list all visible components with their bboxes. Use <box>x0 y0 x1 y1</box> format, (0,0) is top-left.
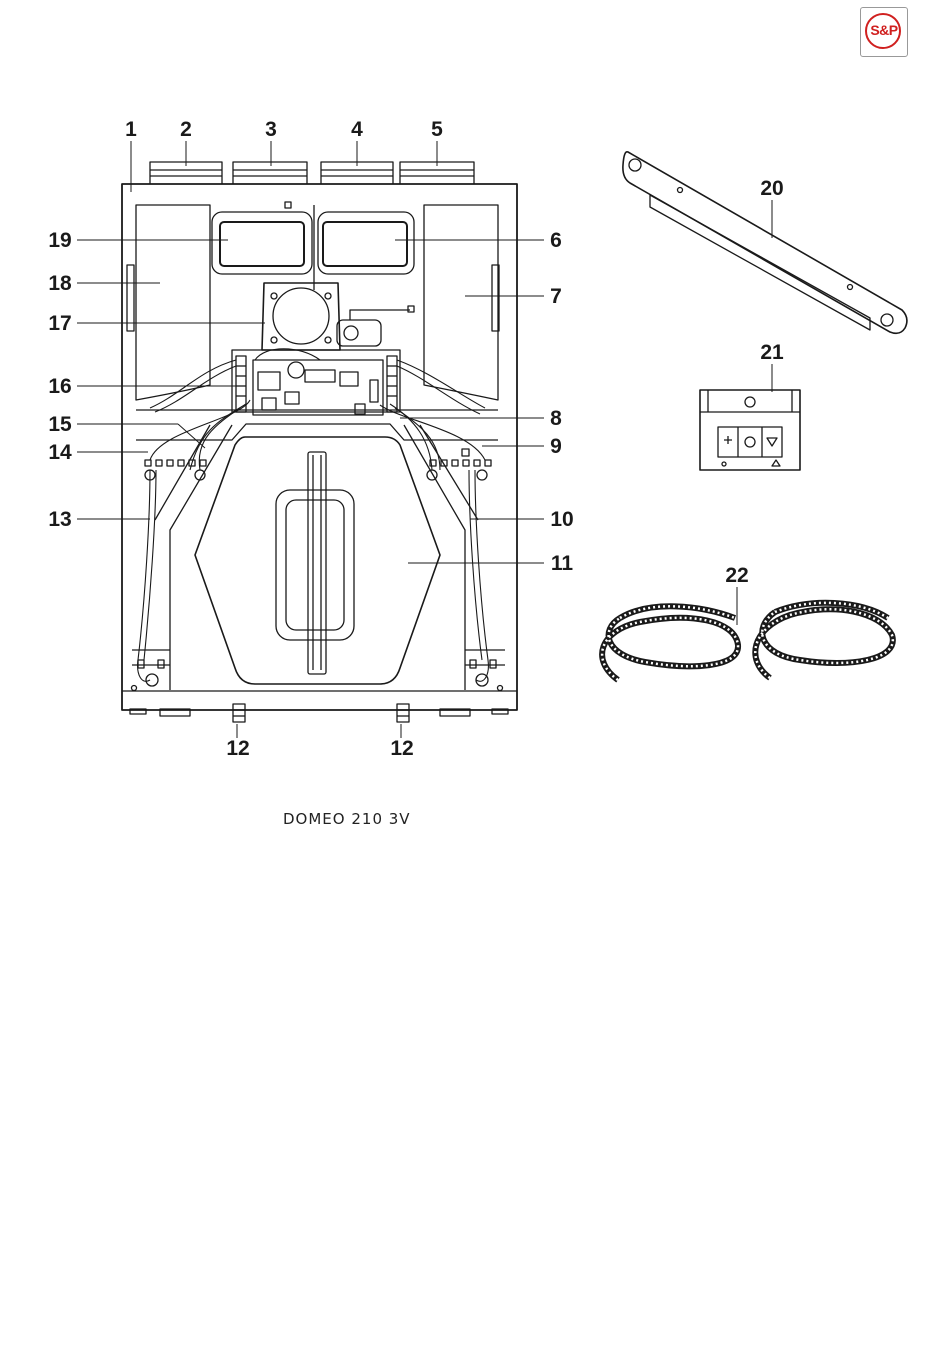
capacitor <box>337 306 414 346</box>
drain-connectors <box>233 704 409 722</box>
part-label-5: 5 <box>431 118 443 141</box>
left-side-panel <box>136 205 210 400</box>
top-spigots <box>150 162 474 184</box>
part-label-12-left: 12 <box>226 737 249 760</box>
part-label-18: 18 <box>48 272 72 295</box>
part-label-15: 15 <box>48 413 72 436</box>
connector-blocks <box>236 356 397 412</box>
part-label-3: 3 <box>265 118 277 141</box>
part-label-8: 8 <box>550 407 562 430</box>
fan-motor <box>262 283 340 350</box>
part-label-11: 11 <box>551 552 574 575</box>
part-label-20: 20 <box>760 177 783 200</box>
part-label-6: 6 <box>550 229 562 252</box>
part-label-9: 9 <box>550 435 562 458</box>
frame-supports <box>132 425 506 691</box>
part-label-13: 13 <box>48 508 71 531</box>
upper-ports <box>212 202 414 290</box>
part-label-1: 1 <box>125 118 137 141</box>
part-label-4: 4 <box>351 118 363 141</box>
part-label-17: 17 <box>48 312 71 335</box>
model-caption: DOMEO 210 3V <box>283 810 411 828</box>
part-label-12-right: 12 <box>390 737 413 760</box>
flexible-hoses <box>602 603 893 680</box>
part-label-21: 21 <box>760 341 784 364</box>
part-label-14: 14 <box>48 441 72 464</box>
control-board <box>232 350 400 415</box>
left-side-slot <box>127 265 134 331</box>
right-side-panel <box>424 205 498 400</box>
remote-control <box>700 390 800 470</box>
part-label-22: 22 <box>725 564 748 587</box>
heat-exchanger <box>195 437 440 684</box>
part-label-2: 2 <box>180 118 192 141</box>
part-label-10: 10 <box>550 508 573 531</box>
part-label-16: 16 <box>48 375 71 398</box>
unit-housing <box>122 184 517 716</box>
part-label-19: 19 <box>48 229 71 252</box>
part-label-7: 7 <box>550 285 562 308</box>
